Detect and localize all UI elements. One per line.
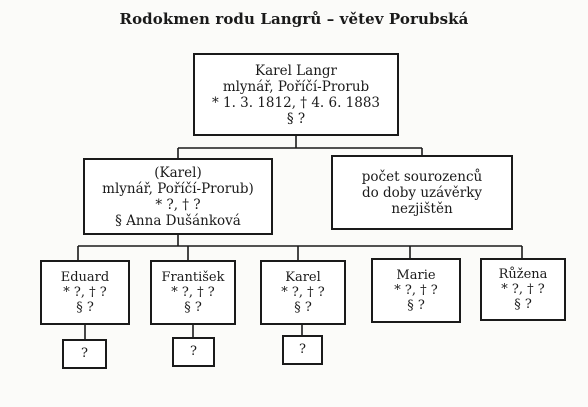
root-dates: * 1. 3. 1812, † 4. 6. 1883 [211,94,381,111]
grandchild-marriage: § ? [294,300,312,315]
grandchild-dates: * ?, † ? [394,283,438,298]
siblings-note-line1: počet sourozenců [361,168,483,185]
grandchild-name: Růžena [498,267,548,282]
grandchild-box-ruzena: Růžena * ?, † ? § ? [480,258,566,321]
grandchild-marriage: § ? [407,298,425,313]
siblings-note-box: počet sourozenců do doby uzávěrky nezjiš… [331,155,513,230]
root-marriage: § ? [286,110,306,127]
son-person-box: (Karel) mlynář, Poříčí-Prorub) * ?, † ? … [83,158,273,235]
page-title: Rodokmen rodu Langrů – větev Porubská [119,10,469,28]
unknown-child-box-frantisek: ? [172,337,215,367]
grandchild-box-eduard: Eduard * ?, † ? § ? [40,260,130,325]
grandchild-dates: * ?, † ? [63,285,107,300]
grandchild-name: Karel [285,270,321,285]
grandchild-marriage: § ? [514,297,532,312]
grandchild-name: Eduard [60,270,110,285]
siblings-note-line2: do doby uzávěrky [361,184,483,201]
son-name: (Karel) [154,164,202,181]
grandchild-name: František [161,270,225,285]
son-marriage: § Anna Dušánková [115,212,241,229]
unknown-child-label: ? [190,344,197,359]
unknown-child-label: ? [81,346,88,361]
grandchild-box-karel: Karel * ?, † ? § ? [260,260,346,325]
grandchild-dates: * ?, † ? [501,282,545,297]
unknown-child-box-karel: ? [282,335,323,365]
root-person-box: Karel Langr mlynář, Poříčí-Prorub * 1. 3… [193,53,399,136]
grandchild-dates: * ?, † ? [281,285,325,300]
siblings-note-line3: nezjištěn [391,200,453,217]
root-occupation: mlynář, Poříčí-Prorub [222,78,370,95]
grandchild-box-marie: Marie * ?, † ? § ? [371,258,461,323]
grandchild-box-frantisek: František * ?, † ? § ? [150,260,236,325]
son-dates: * ?, † ? [155,196,201,213]
son-occupation: mlynář, Poříčí-Prorub) [102,180,254,197]
grandchild-dates: * ?, † ? [171,285,215,300]
grandchild-name: Marie [396,268,436,283]
grandchild-marriage: § ? [184,300,202,315]
unknown-child-box-eduard: ? [62,339,107,369]
unknown-child-label: ? [299,342,306,357]
root-name: Karel Langr [255,62,337,79]
grandchild-marriage: § ? [76,300,94,315]
